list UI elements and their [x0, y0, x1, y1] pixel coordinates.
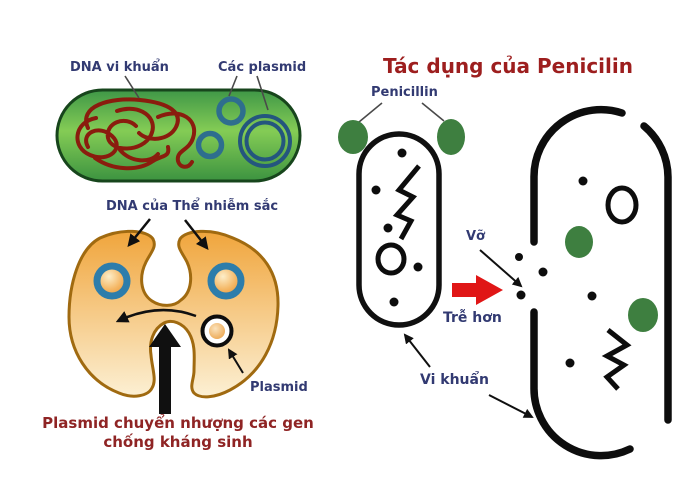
small-bacterium-wall	[356, 131, 442, 328]
diagram-title: Tác dụng của Penicilin	[383, 54, 633, 78]
penicillin-molecule-left	[338, 120, 368, 154]
burst-label-arrow	[479, 249, 523, 288]
small-bacterium-granules	[371, 148, 423, 307]
later-label: Trễ hơn	[443, 310, 502, 326]
chromosome-dna-left	[93, 262, 131, 300]
plasmid-ring-small-1	[216, 96, 246, 126]
large-bacterium-vacuole	[605, 185, 639, 225]
chromosome-dna-right	[207, 262, 245, 300]
dividing-cell	[67, 218, 280, 414]
plasmid-label-arrow	[227, 348, 244, 374]
green-bacterium	[55, 75, 302, 183]
large-bacterium-broken-wall	[530, 105, 672, 460]
penicillin-effect	[338, 102, 672, 460]
penicillin-label: Penicillin	[371, 85, 438, 100]
caption-line-1: Plasmid chuyển nhượng các gen	[42, 414, 314, 432]
cell-plasmid-core	[209, 323, 225, 339]
chromosome-dna-label: DNA của Thể nhiễm sắc	[106, 199, 279, 214]
plasmid-label: Plasmid	[250, 380, 308, 395]
dna-vi-khuan-label: DNA vi khuẩn	[70, 60, 169, 75]
cac-plasmid-label: Các plasmid	[218, 60, 307, 75]
caption-line-2: chống kháng sinh	[103, 433, 253, 451]
bacteria-label: Vi khuẩn	[420, 372, 489, 388]
wall-segment-bottom	[530, 308, 634, 460]
penicillin-leader-lines	[358, 102, 445, 123]
chromosome-label-arrow-left	[127, 218, 151, 247]
wall-segment-right	[640, 122, 672, 424]
small-bacterium-vacuole	[375, 242, 407, 276]
bacteria-label-arrow-down	[488, 394, 534, 418]
large-bacterium-granules	[565, 176, 597, 368]
bacteria-label-arrow-up	[403, 333, 431, 368]
cell-body-shape	[67, 229, 280, 399]
big-up-arrow	[149, 324, 181, 414]
penicillin-inside-1	[565, 226, 593, 258]
chromosome-label-arrow-right	[184, 219, 209, 250]
plasmid-transfer-arrow	[115, 308, 197, 323]
large-bacterium-dna-zigzag-icon	[601, 328, 632, 391]
burst-label: Vỡ	[466, 229, 485, 244]
caption: Plasmid chuyển nhượng các gen chống khán…	[30, 414, 326, 452]
bacterial-dna-tangle-icon	[75, 97, 197, 171]
plasmid-ring-large-inner	[244, 120, 286, 162]
plasmid-ring-small-2	[195, 130, 225, 160]
penicillin-molecule-right	[437, 119, 465, 155]
label-leader-lines	[124, 75, 269, 111]
penicillin-inside-2	[628, 298, 658, 332]
small-bacterium-dna-zigzag-icon	[392, 164, 421, 241]
red-progress-arrow	[452, 275, 503, 305]
plasmid-ring-large-outer	[238, 114, 292, 168]
wall-segment-top-left	[530, 105, 626, 246]
leaking-contents-dots	[515, 253, 548, 300]
